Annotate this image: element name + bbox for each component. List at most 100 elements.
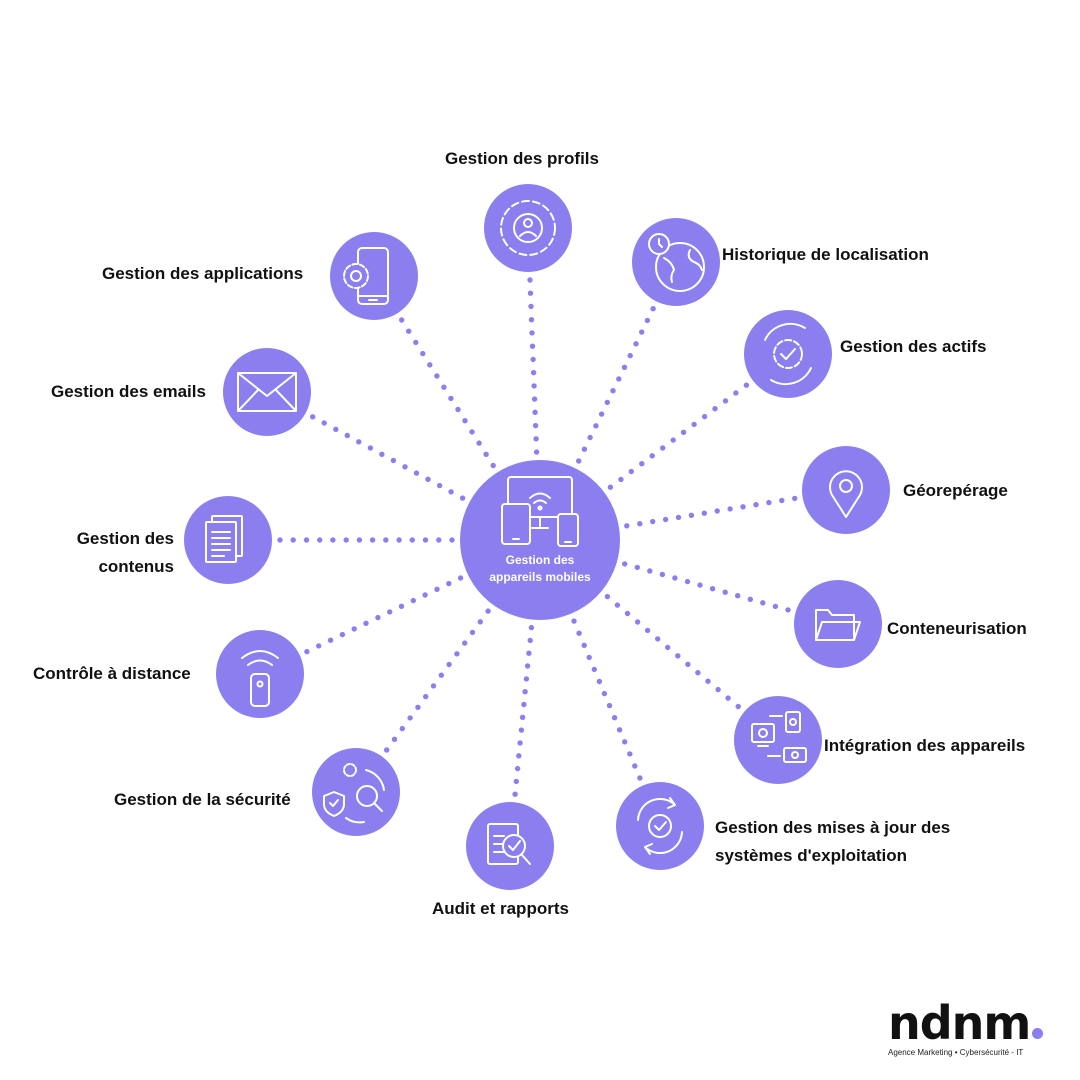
connector-dot	[647, 568, 653, 574]
connector-dot	[650, 306, 656, 312]
connector-dot	[766, 499, 772, 506]
connector-dot	[587, 434, 593, 441]
connector-dot	[462, 640, 468, 646]
connector-dot	[616, 376, 622, 382]
connector-dot	[469, 429, 475, 435]
connector-dot	[715, 686, 721, 693]
label-actifs: Gestion des actifs	[840, 337, 987, 356]
gear-check-cycle-icon	[764, 322, 812, 386]
connector-dot	[446, 580, 452, 587]
label-contenus-line1: Gestion des	[76, 529, 174, 548]
connector-dot	[317, 537, 323, 543]
connector-dot	[740, 504, 746, 510]
connector-dot	[351, 626, 357, 632]
connector-dot	[413, 339, 419, 346]
connector-dot	[634, 564, 640, 571]
connector-dot	[675, 514, 682, 521]
connector-dot	[517, 740, 523, 746]
connector-dot	[627, 751, 633, 757]
connector-dot	[457, 575, 464, 581]
connector-dot	[434, 586, 440, 592]
devices-wifi-icon	[501, 476, 579, 547]
connector-dot	[396, 537, 402, 543]
connector-dot	[476, 440, 482, 446]
connector-dot	[533, 436, 539, 442]
connector-dot	[591, 666, 597, 673]
connector-dot	[529, 330, 535, 336]
connector-dot	[649, 453, 655, 459]
connector-dot	[709, 586, 716, 592]
connector-dot	[436, 537, 442, 543]
label-localisation: Historique de localisation	[722, 245, 929, 264]
label-emails: Gestion des emails	[51, 382, 206, 401]
connector-dot	[610, 388, 616, 394]
connector-dot	[527, 277, 533, 283]
connector-dot	[427, 362, 433, 368]
connector-dot	[436, 482, 443, 489]
connector-dot	[415, 704, 421, 710]
connector-dot	[527, 290, 534, 296]
connector-dot	[528, 624, 535, 631]
label-contenus: Gestion des contenus	[60, 525, 174, 581]
connector-dot	[576, 630, 582, 636]
connector-dot	[524, 663, 531, 669]
connector-dot	[581, 446, 588, 452]
connector-dot	[339, 631, 346, 638]
connector-dot	[633, 341, 639, 347]
connector-dot	[622, 739, 628, 745]
connector-dot	[420, 350, 426, 357]
connector-dot	[455, 406, 461, 413]
connector-dot	[604, 593, 611, 600]
node-profils	[484, 184, 572, 272]
connector-dot	[423, 693, 429, 700]
label-georeperage: Géorepérage	[903, 481, 1008, 500]
connector-dot	[430, 683, 437, 689]
connector-dot	[714, 508, 720, 514]
connector-dot	[441, 384, 447, 390]
connector-dot	[675, 653, 681, 659]
connector-dot	[695, 670, 701, 676]
connector-dot	[611, 715, 618, 721]
connector-dot	[601, 690, 608, 697]
node-applications	[330, 232, 418, 320]
connector-dot	[665, 644, 671, 651]
node-mises-a-jour	[616, 782, 704, 870]
connector-dot	[705, 678, 711, 684]
connector-dot	[727, 506, 733, 512]
connector-dot	[356, 537, 363, 543]
ndnm-logo: ndnm Agence Marketing • Cybersécurité - …	[888, 1000, 1068, 1057]
node-georeperage	[802, 446, 890, 534]
connector-dot	[310, 414, 316, 420]
connector-dot	[688, 512, 695, 518]
envelope-icon	[237, 372, 297, 412]
connector-dot	[531, 396, 538, 402]
connector-dot	[670, 437, 676, 443]
connector-dot	[333, 426, 339, 432]
connector-dot	[735, 593, 741, 599]
connector-dot	[387, 609, 393, 615]
node-actifs	[744, 310, 832, 398]
node-audit	[466, 802, 554, 890]
connector-dot	[662, 516, 669, 523]
connector-dot	[644, 627, 651, 634]
documents-icon	[205, 515, 243, 563]
connector-dot	[581, 642, 587, 648]
label-applications: Gestion des applications	[102, 264, 304, 283]
connector-dot	[410, 597, 416, 604]
map-pin-icon	[829, 470, 863, 518]
connector-dot	[330, 537, 336, 543]
connector-dot	[277, 537, 283, 543]
connector-dot	[628, 468, 634, 475]
connector-dot	[422, 592, 428, 598]
connector-dot	[684, 578, 691, 585]
connector-dot	[532, 422, 539, 429]
connector-dot	[655, 636, 661, 642]
connector-dot	[406, 328, 412, 334]
connector-dot	[701, 413, 708, 420]
connector-dot	[772, 603, 779, 610]
center-label-line2: appareils mobiles	[489, 570, 591, 584]
label-mises-a-jour: Gestion des mises à jour des systèmes d'…	[715, 814, 950, 870]
connector-dot	[606, 702, 613, 709]
connector-dot	[399, 725, 405, 732]
